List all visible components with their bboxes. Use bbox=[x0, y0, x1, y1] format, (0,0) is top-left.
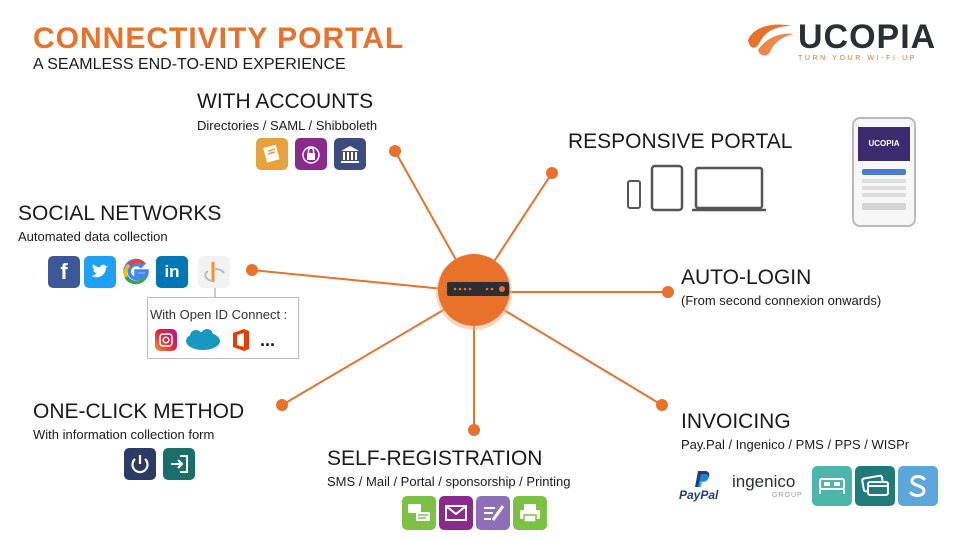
paypal-logo: PayPal bbox=[679, 470, 727, 504]
node-social bbox=[246, 264, 258, 276]
facebook-icon: f bbox=[48, 256, 80, 288]
node-autologin bbox=[662, 286, 674, 298]
credit-cards-icon bbox=[855, 466, 895, 506]
ucopia-swoosh-icon bbox=[748, 24, 794, 56]
wispr-icon bbox=[898, 466, 938, 506]
node-selfreg bbox=[468, 424, 480, 436]
paypal-p-icon bbox=[695, 471, 710, 487]
ingenico-group-text: GROUP bbox=[772, 492, 803, 499]
autologin-subtitle: (From second connexion onwards) bbox=[681, 293, 882, 308]
devices-icon bbox=[627, 164, 766, 212]
social-title: SOCIAL NETWORKS bbox=[18, 202, 222, 225]
paypal-text: PayPal bbox=[679, 488, 719, 502]
node-responsive bbox=[546, 167, 558, 179]
sms-icon bbox=[402, 496, 436, 530]
openid-connect-box: With Open ID Connect : ... bbox=[147, 297, 299, 359]
power-icon bbox=[124, 448, 156, 480]
mail-icon bbox=[439, 496, 473, 530]
logo-tagline: TURN YOUR WI-FI UP bbox=[798, 55, 918, 62]
invoicing-subtitle: Pay.Pal / Ingenico / PMS / PPS / WISPr bbox=[681, 437, 910, 452]
ingenico-logo: ingenico GROUP bbox=[732, 472, 802, 504]
oneclick-subtitle: With information collection form bbox=[33, 427, 215, 442]
phone-banner: UCOPIA bbox=[858, 127, 910, 161]
phone-button-bar bbox=[862, 169, 906, 175]
openid-icon bbox=[198, 256, 230, 288]
selfreg-subtitle: SMS / Mail / Portal / sponsorship / Prin… bbox=[327, 474, 571, 489]
autologin-title: AUTO-LOGIN bbox=[681, 266, 812, 289]
node-oneclick bbox=[276, 399, 288, 411]
institution-icon bbox=[334, 138, 366, 170]
phone-brand: UCOPIA bbox=[868, 139, 900, 148]
secure-id-icon bbox=[295, 138, 327, 170]
phone-mockup: UCOPIA bbox=[852, 117, 916, 227]
node-invoicing bbox=[656, 399, 668, 411]
instagram-icon bbox=[155, 329, 177, 351]
tablet-icon bbox=[650, 164, 684, 212]
office-icon bbox=[231, 328, 251, 352]
openid-connect-label: With Open ID Connect : bbox=[150, 307, 288, 322]
printer-icon bbox=[513, 496, 547, 530]
smartphone-icon bbox=[627, 180, 641, 209]
salesforce-icon bbox=[185, 329, 221, 351]
accounts-subtitle: Directories / SAML / Shibboleth bbox=[197, 118, 378, 133]
ingenico-text: ingenico bbox=[732, 472, 796, 491]
social-subtitle: Automated data collection bbox=[18, 229, 168, 244]
twitter-icon bbox=[84, 256, 116, 288]
page-title: CONNECTIVITY PORTAL bbox=[33, 22, 405, 55]
page-subtitle: A SEAMLESS END-TO-END EXPERIENCE bbox=[33, 56, 346, 73]
oneclick-title: ONE-CLICK METHOD bbox=[33, 400, 245, 423]
ucopia-logo: UCOPIA TURN YOUR WI-FI UP bbox=[744, 18, 939, 66]
hotel-bed-icon bbox=[812, 466, 852, 506]
selfreg-title: SELF-REGISTRATION bbox=[327, 447, 543, 470]
laptop-icon bbox=[694, 166, 764, 210]
google-icon bbox=[120, 256, 152, 288]
linkedin-icon: in bbox=[156, 256, 188, 288]
responsive-title: RESPONSIVE PORTAL bbox=[568, 130, 793, 153]
invoicing-title: INVOICING bbox=[681, 410, 791, 433]
form-signature-icon bbox=[476, 496, 510, 530]
openid-more: ... bbox=[260, 330, 276, 350]
accounts-title: WITH ACCOUNTS bbox=[197, 90, 374, 113]
login-icon bbox=[163, 448, 195, 480]
hub-appliance-icon bbox=[447, 282, 509, 296]
logo-word: UCOPIA bbox=[798, 18, 937, 56]
node-accounts bbox=[389, 145, 401, 157]
certificate-icon bbox=[256, 138, 288, 170]
